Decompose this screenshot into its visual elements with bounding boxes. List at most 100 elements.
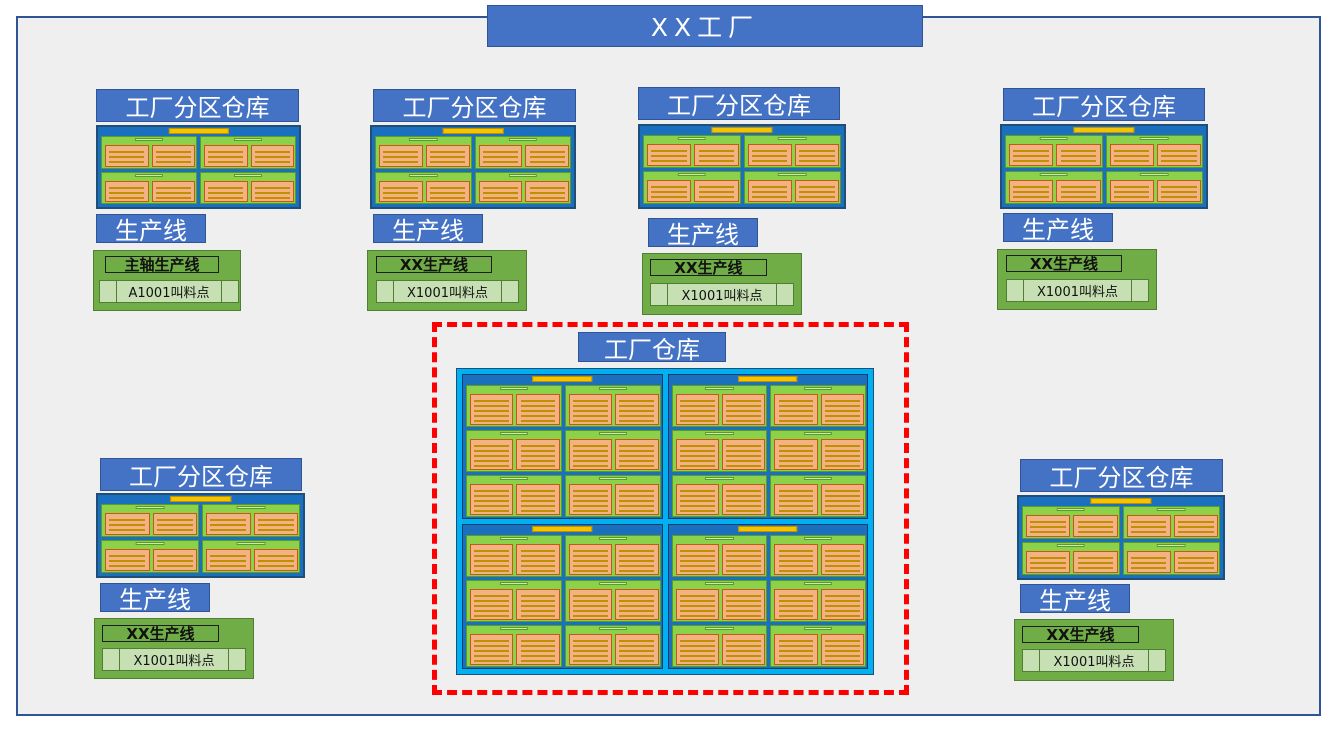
storage-zone (643, 135, 741, 168)
shelf-slot (520, 650, 556, 652)
shelf-slot (619, 465, 655, 467)
shelf-slot (778, 510, 814, 512)
storage-cell (1156, 180, 1201, 202)
storage-cell (470, 439, 514, 470)
shelf-slot (778, 615, 814, 617)
shelf-slot (1161, 150, 1197, 152)
shelf-slot (619, 445, 655, 447)
storage-cell (1056, 180, 1101, 202)
call-point[interactable]: X1001叫料点 (1006, 279, 1149, 302)
shelf-slot (619, 495, 655, 497)
shelf-slot (726, 510, 761, 512)
shelf-slot (679, 405, 715, 407)
shelf-slot (778, 505, 814, 507)
warehouse-plan (370, 125, 576, 209)
zone-tag (499, 387, 528, 390)
shelf-slot (1161, 196, 1197, 198)
warehouse-plan (638, 124, 846, 209)
shelf-slot (573, 445, 608, 447)
shelf-slot (430, 151, 466, 153)
storage-cell (721, 394, 766, 425)
shelf-slot (726, 650, 761, 652)
shelf-slot (751, 155, 788, 157)
shelf-slot (573, 650, 608, 652)
call-point[interactable]: X1001叫料点 (650, 283, 794, 306)
storage-cell (721, 544, 766, 575)
call-point[interactable]: X1001叫料点 (1022, 649, 1166, 672)
shelf-slot (698, 150, 735, 152)
storage-cell (794, 180, 839, 202)
storage-cell (1109, 144, 1154, 166)
shelf-slot (520, 660, 556, 662)
shelf-slot (1113, 150, 1150, 152)
zone-tag (236, 506, 266, 509)
shelf-slot (619, 555, 655, 557)
shelf-slot (824, 655, 860, 657)
call-point[interactable]: A1001叫料点 (99, 280, 239, 303)
shelf-slot (679, 510, 715, 512)
shelf-slot (679, 495, 715, 497)
shelf-slot (651, 160, 687, 162)
shelf-slot (824, 510, 860, 512)
zone-tag (804, 582, 833, 585)
shelf-slot (1178, 567, 1214, 569)
shelf-slot (778, 560, 814, 562)
storage-zone (671, 625, 768, 667)
shelf-slot (778, 570, 814, 572)
warehouse-label: 工厂分区仓库 (100, 458, 302, 491)
shelf-slot (778, 595, 814, 597)
zone-tag (598, 477, 627, 480)
shelf-slot (430, 161, 466, 163)
shelf-slot (778, 555, 814, 557)
shelf-slot (619, 455, 655, 457)
shelf-slot (474, 650, 510, 652)
shelf-slot (474, 555, 510, 557)
shelf-slot (155, 161, 191, 163)
storage-cell (516, 589, 560, 620)
shelf-slot (778, 460, 814, 462)
shelf-slot (778, 495, 814, 497)
shelf-slot (751, 160, 788, 162)
zone-tag (804, 432, 833, 435)
storage-cell (568, 634, 613, 665)
shelf-slot (109, 560, 146, 562)
shelf-slot (778, 645, 814, 647)
shelf-slot (1161, 191, 1197, 193)
storage-cell (675, 439, 719, 470)
shelf-slot (210, 565, 247, 567)
zone-tag (135, 542, 165, 545)
shelf-slot (824, 490, 860, 492)
shelf-slot (1077, 521, 1114, 523)
call-point[interactable]: X1001叫料点 (376, 280, 519, 303)
shelf-slot (482, 191, 518, 194)
shelf-slot (474, 610, 510, 612)
shelf-slot (573, 645, 608, 647)
shelf-slot (619, 490, 655, 492)
shelf-slot (573, 465, 608, 467)
shelf-slot (679, 610, 715, 612)
shelf-slot (155, 196, 191, 199)
shelf-slot (619, 550, 655, 552)
storage-cell (615, 439, 659, 470)
shelf-slot (824, 405, 860, 407)
shelf-slot (1060, 155, 1097, 157)
storage-cell (820, 484, 864, 515)
storage-cell (721, 484, 766, 515)
call-point[interactable]: X1001叫料点 (102, 648, 246, 671)
zone-tag (236, 542, 266, 545)
storage-cell (1126, 515, 1171, 537)
zone-tag (499, 477, 528, 480)
storage-cell (206, 549, 251, 571)
storage-zone (643, 171, 741, 204)
storage-cell (675, 394, 719, 425)
shelf-slot (726, 450, 761, 452)
shelf-slot (520, 565, 556, 567)
shelf-slot (824, 650, 860, 652)
shelf-slot (430, 156, 466, 158)
production-line-name: XX生产线 (102, 625, 219, 643)
shelf-slot (1178, 531, 1214, 533)
shelf-slot (210, 555, 247, 557)
storage-cell (721, 589, 766, 620)
shelf-slot (573, 565, 608, 567)
shelf-slot (619, 565, 655, 567)
